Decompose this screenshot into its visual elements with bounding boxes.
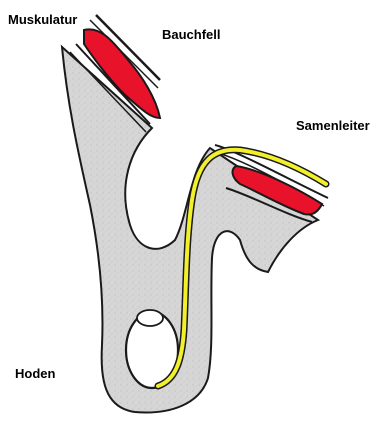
hoden-epididymis-cap: [137, 310, 163, 326]
label-hoden: Hoden: [15, 367, 55, 380]
label-bauchfell: Bauchfell: [162, 28, 221, 41]
label-samenleiter: Samenleiter: [296, 119, 370, 132]
label-muskulatur: Muskulatur: [8, 13, 77, 26]
